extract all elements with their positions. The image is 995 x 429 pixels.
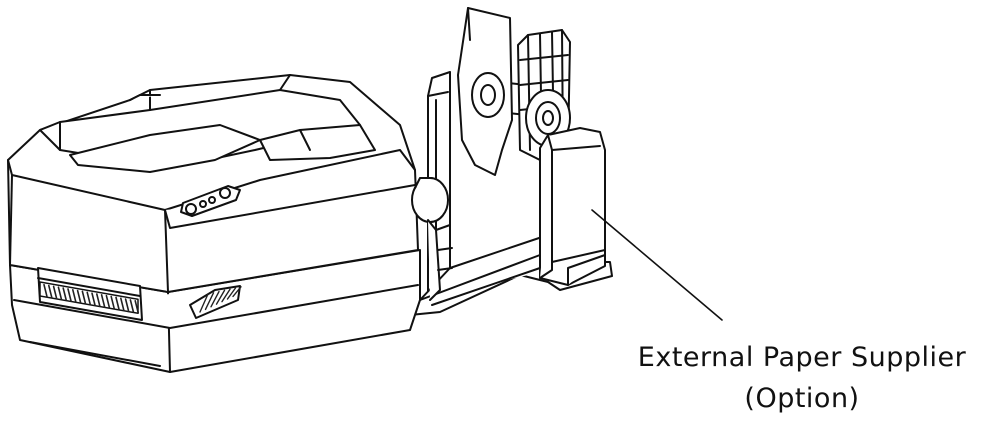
tear-bar-tooth <box>134 299 139 314</box>
tear-bar-tooth <box>91 292 96 306</box>
tear-bar-tooth <box>43 283 48 298</box>
grip-rib <box>221 288 231 303</box>
grip-rib <box>232 286 242 298</box>
tear-bar-tooth <box>115 296 120 311</box>
status-indicator <box>208 196 216 204</box>
tear-bar-tooth <box>62 287 67 301</box>
tear-bar-tooth <box>86 291 91 306</box>
power-button <box>185 203 197 215</box>
tear-bar-tooth <box>96 293 101 307</box>
tear-bar-tooth <box>52 285 58 300</box>
leader-line <box>591 209 723 321</box>
tear-bar-tooth <box>120 297 125 312</box>
grip-rib <box>226 287 237 300</box>
tear-bar-tooth <box>76 289 82 304</box>
callout-label-line2: (Option) <box>744 383 860 414</box>
tear-bar-tooth <box>105 294 111 309</box>
tear-bar-tooth <box>81 290 87 305</box>
tear-bar-tooth <box>129 299 135 313</box>
grip-rib <box>199 293 209 313</box>
pause-button <box>219 187 231 199</box>
callout-label-line1: External Paper Supplier <box>637 342 967 373</box>
tear-bar-tooth <box>67 288 72 302</box>
grip-rib <box>215 289 226 305</box>
tear-bar-tooth <box>57 286 63 301</box>
tear-bar-teeth <box>43 283 139 314</box>
grip-rib <box>210 290 220 308</box>
tear-bar-tooth <box>72 288 77 303</box>
tear-bar-tooth <box>100 294 106 308</box>
label-printer <box>7 74 453 373</box>
feed-button-indicator <box>199 200 207 208</box>
tear-bar-tooth <box>124 298 130 312</box>
external-paper-supplier <box>409 7 613 316</box>
tear-bar-tooth <box>47 284 53 299</box>
grip-rib <box>204 292 215 311</box>
tear-bar-tooth <box>110 295 115 310</box>
